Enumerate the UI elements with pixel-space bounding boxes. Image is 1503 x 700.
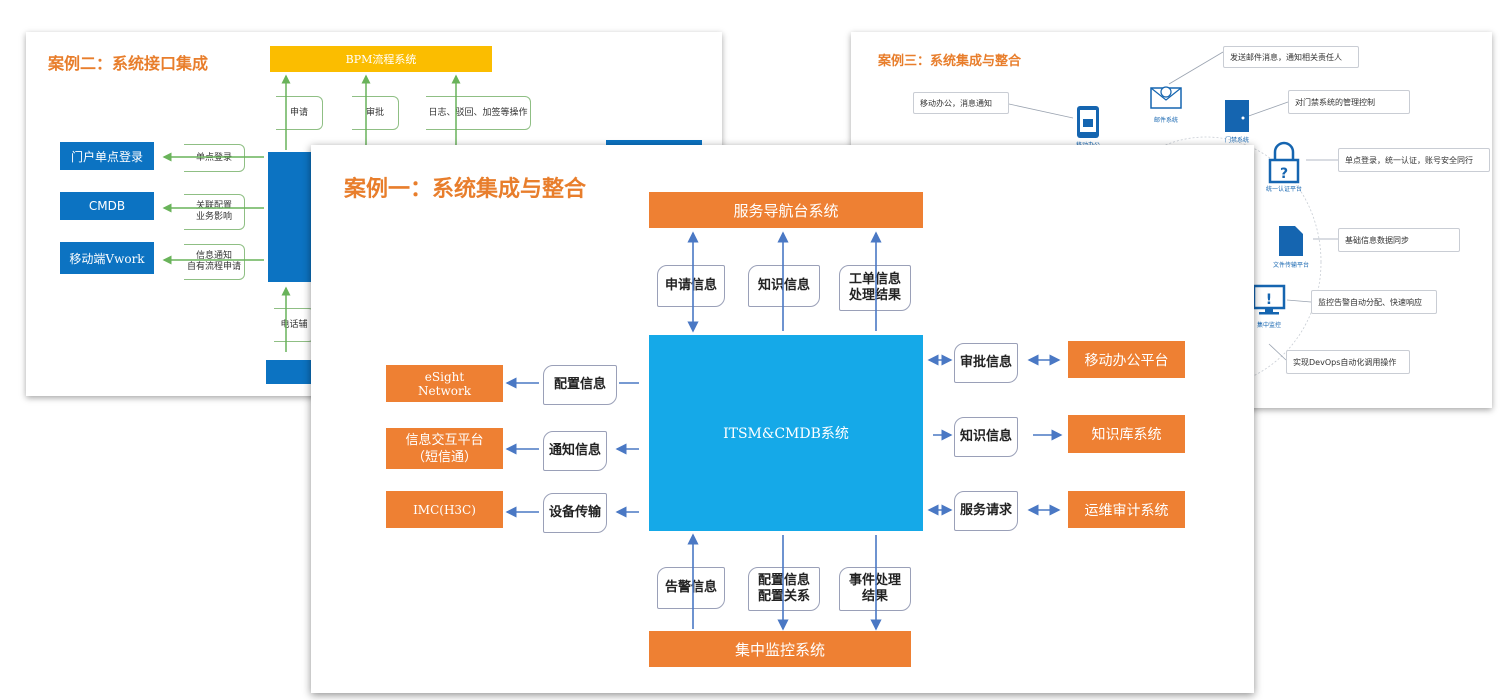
- case2-top-tab: 申请: [276, 96, 323, 130]
- case2-top-tab: 审批: [352, 96, 399, 130]
- case2-arrows: [162, 74, 461, 352]
- case2-top-tab: 日志、驳回、加签等操作: [426, 96, 531, 130]
- case3-note: 发送邮件消息，通知相关责任人: [1223, 46, 1359, 68]
- case1-left-box: IMC(H3C): [386, 491, 503, 528]
- svg-text:?: ?: [1280, 166, 1288, 182]
- case2-left-box: CMDB: [60, 192, 154, 220]
- case3-title: 案例三：系统集成与整合: [878, 54, 1022, 69]
- mail-icon: [1150, 86, 1182, 109]
- case1-top-box: 服务导航台系统: [649, 192, 923, 228]
- phone-icon: [1077, 106, 1099, 138]
- case1-right-box: 知识库系统: [1068, 415, 1185, 453]
- case2-bpm-label: BPM流程系统: [345, 53, 417, 66]
- case1-center-block: ITSM&CMDB系统: [649, 335, 923, 531]
- case1-bottom-box: 集中监控系统: [649, 631, 911, 667]
- case1-left-box: eSight Network: [386, 365, 503, 402]
- case1-left-tab: 配置信息: [543, 365, 617, 405]
- file-icon: [1279, 226, 1303, 256]
- door-icon: [1225, 100, 1249, 132]
- case3-icon-label: 文件传输平台: [1272, 262, 1309, 269]
- slide-case1: 案例一：系统集成与整合 ITSM&CMDB系统 服务导航台系统 集中监控系统 e…: [311, 145, 1254, 693]
- case1-top-tab: 工单信息 处理结果: [839, 265, 911, 311]
- case1-right-tab: 服务请求: [954, 491, 1018, 531]
- case2-left-tab: 关联配置 业务影响: [184, 194, 245, 230]
- case3-note: 对门禁系统的管理控制: [1288, 90, 1410, 114]
- case3-icon-label: 统一认证平台: [1265, 186, 1302, 193]
- case1-left-tab: 设备传输: [543, 493, 607, 533]
- case1-right-box: 移动办公平台: [1068, 341, 1185, 378]
- case1-top-tab: 知识信息: [748, 265, 820, 307]
- case3-note: 实现DevOps自动化调用操作: [1286, 350, 1410, 374]
- case1-arrows: [505, 231, 1063, 631]
- case2-left-box: 移动端Vwork: [60, 242, 154, 274]
- case1-center-label: ITSM&CMDB系统: [723, 426, 849, 442]
- case1-bottom-tab: 配置信息 配置关系: [748, 567, 820, 611]
- case2-left-tab: 信息通知 自有流程申请: [184, 244, 245, 280]
- case3-note: 单点登录，统一认证，账号安全同行: [1338, 148, 1490, 172]
- case3-icon-label: 集中监控: [1256, 322, 1281, 329]
- case1-left-tab: 通知信息: [543, 431, 607, 471]
- monitor-icon: !: [1252, 284, 1286, 315]
- case3-icon-label: 门禁系统: [1224, 137, 1249, 144]
- case1-right-tab: 知识信息: [954, 417, 1018, 457]
- case2-left-box: 门户单点登录: [60, 142, 154, 170]
- case1-right-box: 运维审计系统: [1068, 491, 1185, 528]
- case1-left-box: 信息交互平台 （短信通）: [386, 428, 503, 469]
- case1-title: 案例一：系统集成与整合: [344, 177, 587, 202]
- case1-right-tab: 审批信息: [954, 343, 1018, 383]
- case1-bottom-tab: 告警信息: [657, 567, 725, 609]
- case2-bpm-box: BPM流程系统: [270, 46, 492, 72]
- svg-text:!: !: [1266, 292, 1272, 308]
- case3-connectors: ? !: [1008, 51, 1338, 388]
- case3-note: 基础信息数据同步: [1338, 228, 1460, 252]
- case3-note: 监控告警自动分配、快速响应: [1311, 290, 1437, 314]
- case3-note: 移动办公，消息通知: [913, 92, 1009, 114]
- case2-title: 案例二：系统接口集成: [48, 54, 209, 73]
- case1-bottom-tab: 事件处理 结果: [839, 567, 911, 611]
- case3-icon-label: 邮件系统: [1153, 117, 1178, 124]
- case2-bottom-tab: 电话辅: [274, 308, 315, 342]
- lock-icon: ?: [1268, 141, 1300, 184]
